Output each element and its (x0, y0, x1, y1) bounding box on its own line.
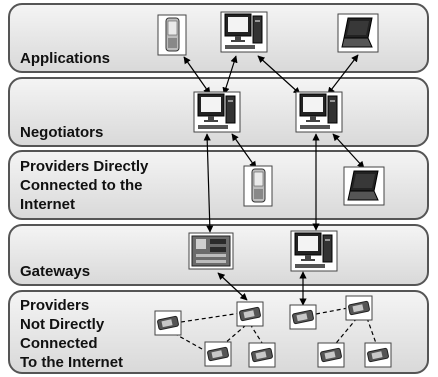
desktop-computer-icon (220, 11, 268, 53)
desktop-computer-icon (193, 91, 241, 133)
laptop-icon (337, 13, 379, 53)
layer-label-applications: Applications (20, 50, 111, 67)
motherboard-icon (188, 232, 234, 270)
layer-label-negotiators: Negotiators (20, 124, 104, 141)
sensor-board-icon (248, 342, 276, 368)
pda-icon (243, 165, 273, 207)
layer-label-indirect-providers: Providers Not Directly Connected To the … (20, 297, 124, 371)
desktop-computer-icon (290, 230, 338, 272)
laptop-icon (343, 166, 385, 206)
sensor-board-icon (317, 342, 345, 368)
layer-label-direct-providers: Providers Directly Connected to the Inte… (20, 158, 149, 213)
arrow-connections (183, 54, 365, 306)
sensor-board-icon (204, 341, 232, 367)
desktop-computer-icon (295, 91, 343, 133)
sensor-board-icon (364, 342, 392, 368)
sensor-board-icon (289, 304, 317, 330)
sensor-board-icon (345, 295, 373, 321)
sensor-board-icon (154, 310, 182, 336)
layer-direct-providers: Providers Directly Connected to the Inte… (8, 150, 429, 220)
layer-label-gateways: Gateways (20, 263, 91, 280)
pda-icon (157, 14, 187, 56)
sensor-board-icon (236, 301, 264, 327)
